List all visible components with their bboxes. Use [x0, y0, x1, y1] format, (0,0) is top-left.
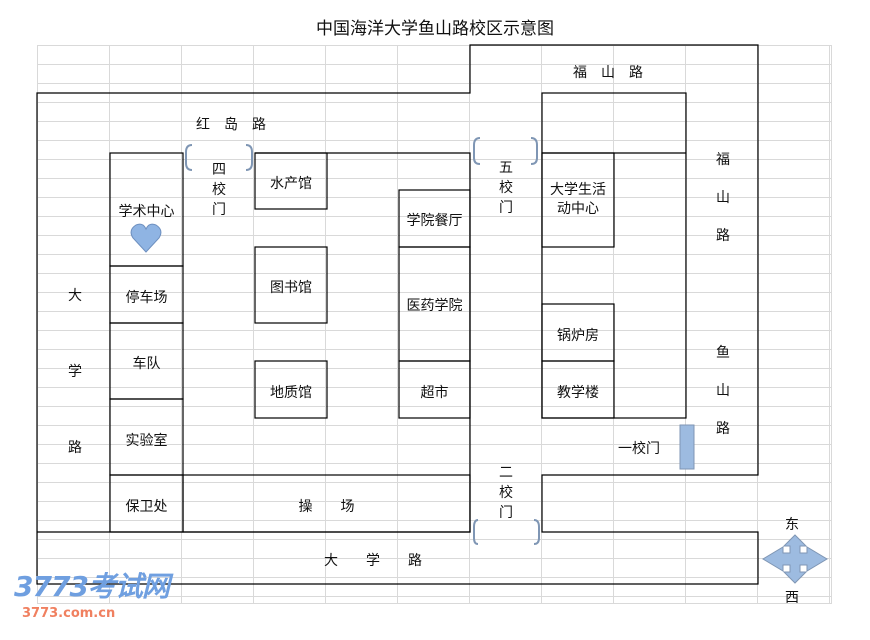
building-caochang: 操 场	[298, 499, 355, 515]
watermark-logo: 3773考试网	[14, 570, 170, 603]
gate-1: 一校门	[618, 441, 660, 457]
dizhi-box	[254, 360, 328, 419]
road-hongdao: 红 岛 路	[196, 117, 266, 133]
building-tushu: 图书馆	[270, 280, 312, 296]
background-grid	[37, 45, 832, 604]
chaoshi-box	[398, 360, 471, 419]
building-dizhi: 地质馆	[270, 385, 312, 401]
heart-icon	[130, 223, 162, 253]
building-yiyao: 医药学院	[406, 298, 463, 314]
road-fushan-top: 福 山 路	[573, 65, 643, 81]
jiaoxue-box	[541, 360, 615, 419]
gate-5: 五校门	[499, 160, 513, 216]
building-shuichan: 水产馆	[270, 176, 312, 192]
building-baowei: 保卫处	[125, 499, 168, 515]
map-title: 中国海洋大学鱼山路校区示意图	[316, 19, 554, 39]
gate-4: 四校门	[212, 162, 226, 218]
building-canting: 学院餐厅	[406, 213, 463, 229]
building-shiyan: 实验室	[125, 433, 168, 449]
gate-2: 二校门	[499, 465, 513, 521]
tushu-box	[254, 246, 328, 324]
compass-east: 东	[785, 517, 799, 533]
huodong-box	[541, 152, 615, 248]
building-xueshu: 学术中心	[118, 204, 175, 220]
gate-brackets	[185, 137, 540, 545]
compass-arrows-icon	[762, 534, 828, 584]
gate1-marker	[679, 424, 695, 470]
road-daxue-left: 大学路	[68, 288, 82, 456]
building-chaoshi: 超市	[420, 385, 449, 401]
watermark-url: 3773.com.cn	[22, 606, 116, 621]
building-tingche: 停车场	[125, 290, 168, 306]
road-fushan-right: 福山路	[716, 152, 730, 244]
building-guolu: 锅炉房	[557, 328, 599, 344]
building-jiaoxue: 教学楼	[557, 385, 599, 401]
building-chedui: 车队	[132, 356, 161, 372]
compass-west: 西	[785, 590, 799, 606]
road-daxue-bottom: 大 学 路	[324, 553, 422, 569]
campus-outline	[36, 44, 759, 585]
road-yushan: 鱼山路	[716, 345, 730, 437]
building-huodong: 大学生活动中心	[550, 182, 606, 217]
caochang-box	[182, 474, 471, 533]
shuichan-box	[254, 152, 328, 210]
